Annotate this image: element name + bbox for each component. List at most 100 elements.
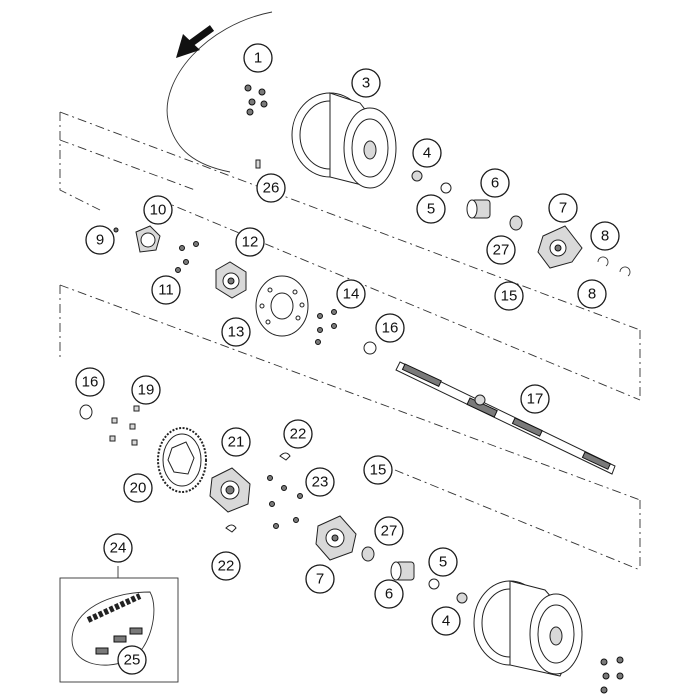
- callout-20: 20: [123, 473, 153, 503]
- callout-26: 26: [256, 173, 286, 203]
- callout-15-upper: 15: [494, 281, 524, 311]
- callout-16-lower: 16: [75, 367, 105, 397]
- svg-text:25: 25: [124, 652, 141, 669]
- carrier-clip-lower-part: [225, 524, 237, 533]
- callout-3: 3: [351, 68, 381, 98]
- svg-text:8: 8: [601, 228, 609, 245]
- shaft-oring-upper-part: [363, 341, 377, 355]
- svg-text:20: 20: [130, 480, 147, 497]
- svg-text:23: 23: [312, 474, 329, 491]
- lower-bearing-part: [390, 561, 415, 581]
- callout-15-lower: 15: [363, 455, 393, 485]
- svg-text:19: 19: [138, 382, 155, 399]
- callout-10: 10: [143, 195, 173, 225]
- callout-7-lower: 7: [305, 564, 335, 594]
- upper-hub-part: [537, 225, 583, 269]
- rear-wheel-nuts-part: [600, 656, 624, 694]
- callout-1: 1: [243, 43, 273, 73]
- sprocket-bolts-part: [109, 405, 140, 446]
- callout-4-lower: 4: [431, 606, 461, 636]
- callout-7-upper: 7: [548, 193, 578, 223]
- brake-disc-part: [255, 275, 309, 337]
- svg-text:7: 7: [559, 200, 567, 217]
- svg-text:11: 11: [158, 282, 174, 299]
- svg-text:1: 1: [254, 50, 262, 67]
- sprocket-part: [157, 427, 207, 493]
- caliper-carrier-part: [113, 225, 161, 253]
- svg-text:15: 15: [501, 288, 518, 305]
- svg-text:14: 14: [343, 286, 360, 303]
- rear-rim-part: [473, 580, 583, 677]
- callout-25: 25: [117, 645, 147, 675]
- svg-text:6: 6: [491, 175, 499, 192]
- svg-text:6: 6: [385, 586, 393, 603]
- upper-bearing-part: [466, 199, 491, 219]
- svg-text:17: 17: [527, 391, 544, 408]
- svg-text:10: 10: [150, 202, 167, 219]
- carrier-clip-upper-part: [279, 452, 291, 461]
- callout-6-upper: 6: [480, 168, 510, 198]
- callout-21: 21: [221, 427, 251, 457]
- callout-5-upper: 5: [416, 194, 446, 224]
- svg-text:15: 15: [370, 462, 387, 479]
- callout-8-upper: 8: [590, 221, 620, 251]
- svg-text:5: 5: [427, 201, 435, 218]
- carrier-nuts-part: [267, 475, 303, 529]
- svg-text:3: 3: [362, 75, 370, 92]
- callout-8-lower: 8: [577, 279, 607, 309]
- chain-inset-box: [59, 566, 179, 683]
- callout-27-upper: 27: [486, 235, 516, 265]
- callout-24: 24: [103, 533, 133, 563]
- svg-text:27: 27: [381, 523, 398, 540]
- callout-23: 23: [305, 467, 335, 497]
- wheel-nuts-part: [244, 84, 268, 116]
- front-rim-part: [291, 92, 397, 189]
- callouts: 1 3 4 5 6 7 8 8 9 10 11 12 13 14 15 16 1…: [75, 43, 620, 675]
- svg-text:8: 8: [588, 286, 596, 303]
- callout-22-upper: 22: [283, 419, 313, 449]
- callout-4-upper: 4: [412, 138, 442, 168]
- callout-5-lower: 5: [428, 547, 458, 577]
- svg-text:16: 16: [382, 320, 399, 337]
- drive-chain-part: [86, 593, 142, 623]
- sprocket-carrier-part: [209, 467, 251, 513]
- rotation-arrow-icon: [176, 25, 215, 58]
- svg-text:26: 26: [263, 180, 280, 197]
- brake-disc-hub-part: [215, 261, 247, 299]
- tire-outline: [166, 11, 273, 173]
- upper-seal-part: [509, 215, 523, 231]
- callout-9: 9: [85, 225, 115, 255]
- svg-text:16: 16: [82, 374, 99, 391]
- callout-12: 12: [235, 227, 265, 257]
- callout-13: 13: [221, 317, 251, 347]
- svg-text:22: 22: [290, 426, 307, 443]
- svg-text:21: 21: [228, 434, 245, 451]
- rear-axle-part: [395, 361, 616, 475]
- disc-screws-part: [315, 309, 337, 345]
- callout-27-lower: 27: [374, 516, 404, 546]
- svg-text:12: 12: [242, 234, 259, 251]
- wheel-stud-part: [255, 159, 261, 169]
- svg-text:22: 22: [218, 558, 235, 575]
- svg-text:4: 4: [423, 145, 431, 162]
- svg-text:7: 7: [316, 571, 324, 588]
- svg-text:24: 24: [110, 540, 127, 557]
- lower-nut-washer-parts: [428, 578, 468, 604]
- shaft-oring-lower-part: [79, 404, 93, 420]
- svg-text:5: 5: [439, 554, 447, 571]
- callout-11: 11: [151, 275, 181, 305]
- svg-text:9: 9: [96, 232, 104, 249]
- lower-seal-part: [361, 546, 375, 562]
- callout-19: 19: [131, 375, 161, 405]
- svg-text:13: 13: [228, 324, 245, 341]
- callout-14: 14: [336, 279, 366, 309]
- callout-6-lower: 6: [374, 579, 404, 609]
- callout-22-lower: 22: [211, 551, 241, 581]
- svg-text:27: 27: [493, 242, 510, 259]
- upper-nut-washer-parts: [411, 170, 452, 194]
- caliper-bolts-part: [175, 241, 199, 273]
- circlip-parts: [597, 256, 631, 277]
- lower-hub-part: [315, 515, 357, 561]
- assembly-guide-lines: [59, 111, 641, 571]
